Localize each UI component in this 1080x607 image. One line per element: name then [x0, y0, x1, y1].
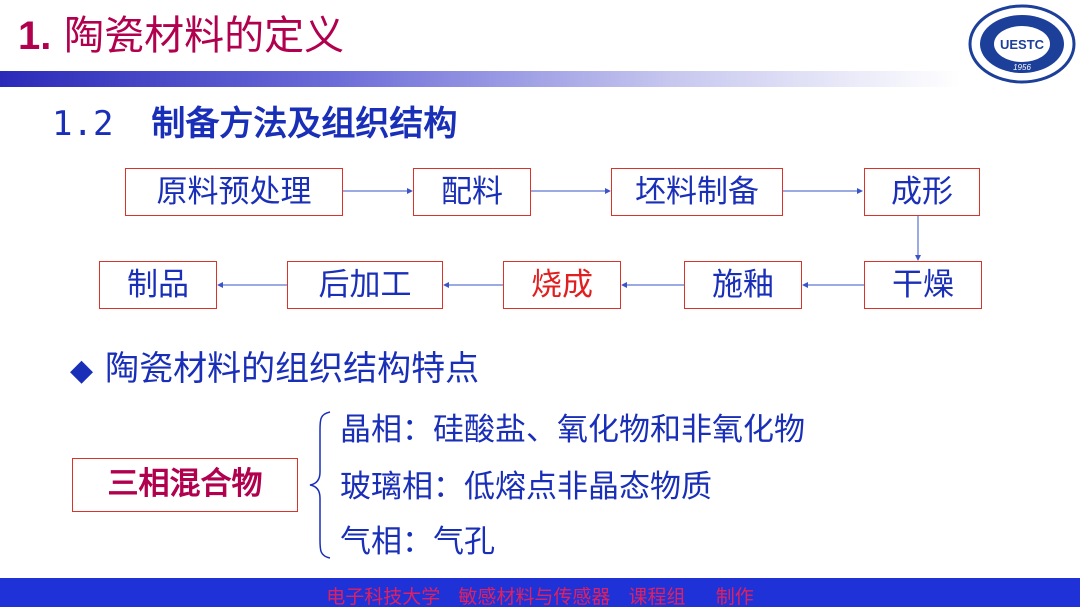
section-subtitle: 1.2 制备方法及组织结构	[52, 107, 457, 141]
flow-step-forming: 成形	[864, 168, 980, 216]
flow-step-raw-material-pretreatment: 原料预处理	[125, 168, 343, 216]
phase-glass: 玻璃相：低熔点非晶态物质	[340, 469, 712, 505]
footer-bar: 电子科技大学 敏感材料与传感器 课程组 制作	[0, 578, 1080, 607]
subtitle-text: 制备方法及组织结构	[151, 104, 458, 144]
three-phase-mixture-box: 三相混合物	[72, 458, 298, 512]
title-number: 1.	[18, 14, 52, 58]
brace-icon	[309, 411, 331, 559]
flow-step-blank-preparation: 坯料制备	[611, 168, 783, 216]
flow-step-firing: 烧成	[503, 261, 621, 309]
flow-step-batching: 配料	[413, 168, 531, 216]
flow-step-glazing: 施釉	[684, 261, 802, 309]
title-underline-bar	[0, 71, 960, 87]
structure-heading: ◆ 陶瓷材料的组织结构特点	[70, 352, 479, 386]
subtitle-number: 1.2	[52, 104, 114, 144]
page-title: 1. 陶瓷材料的定义	[18, 16, 344, 56]
flow-step-post-processing: 后加工	[287, 261, 443, 309]
logo-year: 1956	[1013, 63, 1031, 72]
phase-crystal: 晶相：硅酸盐、氧化物和非氧化物	[340, 412, 805, 448]
title-text: 陶瓷材料的定义	[64, 13, 345, 59]
phase-gas: 气相：气孔	[340, 524, 495, 560]
logo-text: UESTC	[1000, 37, 1045, 52]
university-logo: UESTC 1956	[968, 4, 1076, 84]
structure-heading-text: 陶瓷材料的组织结构特点	[105, 349, 480, 389]
footer-text: 电子科技大学 敏感材料与传感器 课程组 制作	[326, 586, 754, 607]
flow-step-product: 制品	[99, 261, 217, 309]
flow-step-drying: 干燥	[864, 261, 982, 309]
diamond-bullet-icon: ◆	[70, 353, 94, 388]
